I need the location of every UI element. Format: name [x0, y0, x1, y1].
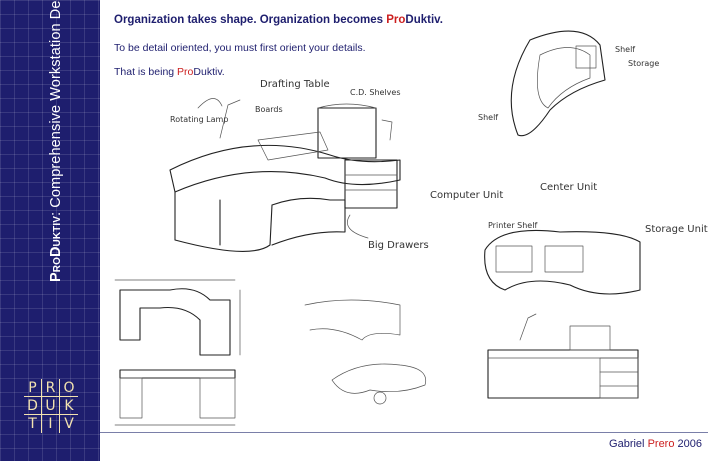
sidebar: ProDuktiv: Comprehensive Workstation Des…: [0, 0, 100, 461]
sidebar-subtitle: : Comprehensive Workstation Design: [48, 0, 64, 216]
main-desk-sketch: [169, 99, 401, 252]
curved-unit-sketch: [510, 30, 606, 137]
footer-rule: [100, 432, 708, 433]
plan-view-sketch: [484, 229, 641, 295]
credit-last-name: Prero: [647, 438, 675, 450]
logo-letter: T: [24, 415, 42, 433]
label-storage-unit: Storage Unit: [645, 224, 708, 235]
tagline-text-end: Duktiv.: [193, 66, 225, 78]
headline: Organization takes shape. Organization b…: [114, 14, 443, 26]
credit-first-name: Gabriel: [609, 438, 648, 450]
sidebar-title: ProDuktiv: Comprehensive Workstation Des…: [48, 0, 64, 282]
logo-letter: U: [42, 397, 60, 415]
label-cd-shelves: C.D. Shelves: [350, 88, 401, 97]
headline-accent: Pro: [386, 14, 406, 26]
logo-letter: V: [64, 416, 74, 432]
label-boards: Boards: [255, 105, 283, 114]
logo-letter: P: [24, 379, 42, 397]
logo-letter: D: [24, 397, 42, 415]
label-rotating-lamp: Rotating Lamp: [170, 115, 228, 124]
label-computer-unit: Computer Unit: [430, 190, 503, 201]
tagline-produktiv: That is being ProDuktiv.: [114, 66, 225, 78]
sidebar-brand: ProDuktiv: [48, 215, 64, 282]
logo-letter: R: [42, 379, 60, 397]
logo-letter: K: [60, 397, 78, 415]
workstation-sketches: Drafting Table Boards C.D. Shelves Rotat…: [114, 30, 708, 426]
rough-sketches: [304, 299, 427, 405]
author-credit: Gabriel Prero 2006: [609, 438, 702, 450]
headline-text-end: Duktiv.: [405, 14, 443, 26]
label-shelf-left: Shelf: [478, 113, 498, 122]
tagline-text: That is being: [114, 66, 178, 78]
label-big-drawers: Big Drawers: [368, 240, 429, 251]
elevation-sketch: [487, 313, 639, 399]
label-storage-top: Storage: [628, 59, 659, 68]
produktiv-logo: P R O D U K T I V: [24, 379, 78, 433]
logo-letter: O: [60, 379, 78, 397]
logo-letter: I: [42, 415, 60, 433]
label-center-unit: Center Unit: [540, 182, 597, 193]
technical-drawing: [114, 279, 241, 426]
label-printer-shelf: Printer Shelf: [488, 221, 537, 230]
credit-year: 2006: [674, 438, 702, 450]
label-shelf-top: Shelf: [615, 45, 635, 54]
tagline-detail: To be detail oriented, you must first or…: [114, 42, 366, 54]
label-drafting-table: Drafting Table: [260, 79, 330, 90]
headline-text: Organization takes shape. Organization b…: [114, 14, 387, 26]
tagline-accent: Pro: [177, 66, 194, 78]
